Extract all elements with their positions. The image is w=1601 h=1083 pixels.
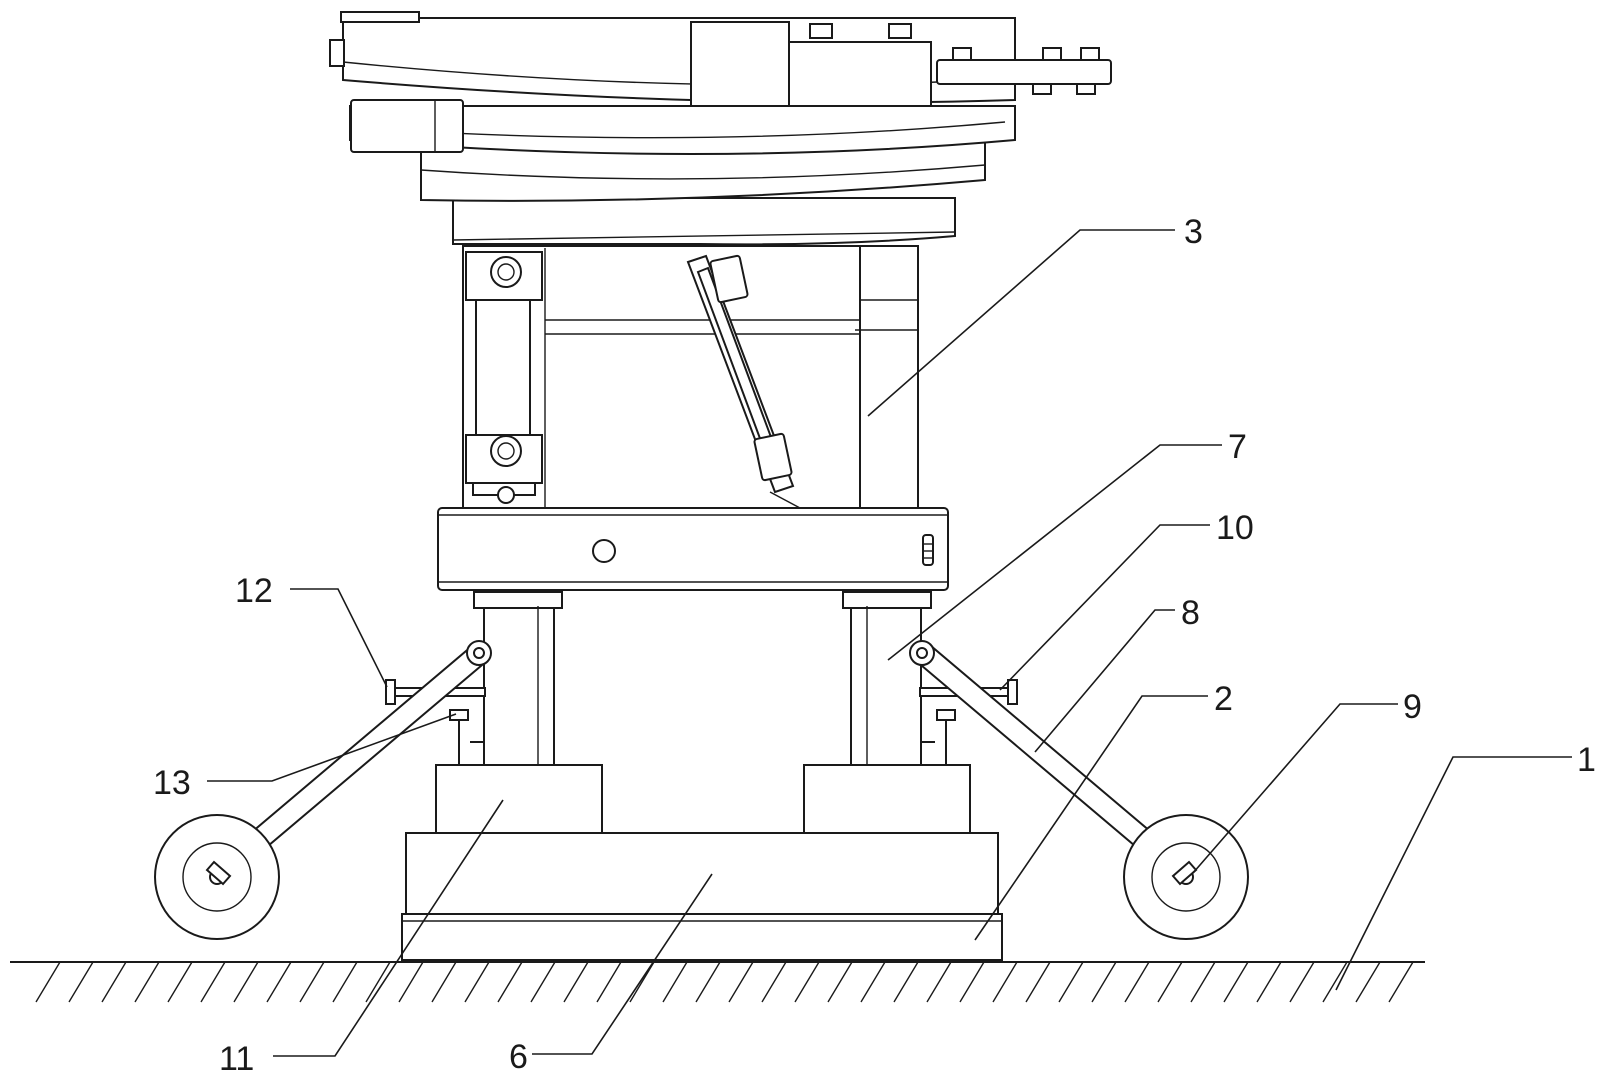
hatch-line bbox=[135, 962, 159, 1002]
ground-hatching bbox=[36, 962, 1413, 1002]
hatch-line bbox=[69, 962, 93, 1002]
hatch-line bbox=[729, 962, 753, 1002]
ground bbox=[10, 962, 1425, 1002]
label-13: 13 bbox=[153, 764, 191, 802]
hatch-line bbox=[102, 962, 126, 1002]
label-7: 7 bbox=[1228, 428, 1247, 466]
hatch-line bbox=[663, 962, 687, 1002]
base-plate bbox=[402, 914, 1002, 960]
hatch-line bbox=[168, 962, 192, 1002]
hatch-line bbox=[300, 962, 324, 1002]
hatch-line bbox=[696, 962, 720, 1002]
hatch-line bbox=[432, 962, 456, 1002]
hatch-line bbox=[1323, 962, 1347, 1002]
hatch-line bbox=[36, 962, 60, 1002]
hatch-line bbox=[1356, 962, 1380, 1002]
label-12: 12 bbox=[235, 572, 273, 610]
hatch-line bbox=[993, 962, 1017, 1002]
hatch-line bbox=[201, 962, 225, 1002]
hatch-line bbox=[828, 962, 852, 1002]
hatch-line bbox=[531, 962, 555, 1002]
hatch-line bbox=[1026, 962, 1050, 1002]
hatch-line bbox=[1389, 962, 1413, 1002]
hatch-line bbox=[861, 962, 885, 1002]
label-6: 6 bbox=[509, 1038, 528, 1076]
hatch-line bbox=[597, 962, 621, 1002]
hatch-line bbox=[927, 962, 951, 1002]
hatch-line bbox=[564, 962, 588, 1002]
hatch-line bbox=[1224, 962, 1248, 1002]
hatch-line bbox=[960, 962, 984, 1002]
side-rods bbox=[386, 680, 1017, 704]
hatch-line bbox=[1290, 962, 1314, 1002]
columns bbox=[474, 592, 931, 765]
platform bbox=[406, 833, 998, 914]
label-1: 1 bbox=[1577, 741, 1596, 779]
body-housing bbox=[463, 246, 918, 508]
hatch-line bbox=[894, 962, 918, 1002]
hatch-line bbox=[795, 962, 819, 1002]
hatch-line bbox=[498, 962, 522, 1002]
hatch-line bbox=[1158, 962, 1182, 1002]
hatch-line bbox=[630, 962, 654, 1002]
hatch-line bbox=[465, 962, 489, 1002]
hatch-line bbox=[1191, 962, 1215, 1002]
hatch-line bbox=[762, 962, 786, 1002]
crossbeam bbox=[438, 508, 948, 590]
hatch-line bbox=[1059, 962, 1083, 1002]
label-10: 10 bbox=[1216, 509, 1254, 547]
hatch-line bbox=[399, 962, 423, 1002]
hatch-line bbox=[267, 962, 291, 1002]
hatch-line bbox=[1257, 962, 1281, 1002]
hatch-line bbox=[234, 962, 258, 1002]
label-11: 11 bbox=[219, 1040, 254, 1078]
hatch-line bbox=[366, 962, 390, 1002]
label-9: 9 bbox=[1403, 688, 1422, 726]
hatch-line bbox=[1092, 962, 1116, 1002]
label-3: 3 bbox=[1184, 213, 1203, 251]
hatch-line bbox=[1125, 962, 1149, 1002]
label-8: 8 bbox=[1181, 594, 1200, 632]
column-blocks bbox=[436, 765, 970, 833]
top-turntable bbox=[330, 12, 1111, 244]
hatch-line bbox=[333, 962, 357, 1002]
label-2: 2 bbox=[1214, 680, 1233, 718]
